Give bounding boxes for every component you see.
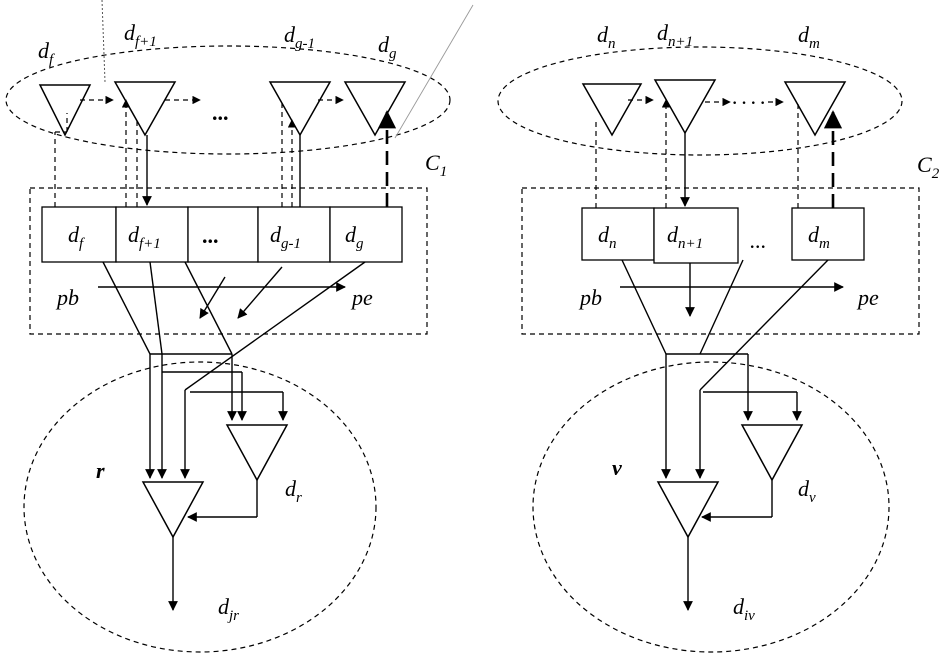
left-cell-df <box>41 206 117 263</box>
left-cell-df1 <box>115 206 189 263</box>
right-node-label: v <box>612 455 622 480</box>
left-pb-label: pb <box>55 285 79 310</box>
left-cluster-label: C1 <box>425 150 447 180</box>
left-feed-4 <box>184 261 366 391</box>
right-cell-label-dm: dm <box>808 222 830 252</box>
right-pb-label: pb <box>578 285 602 310</box>
left-node-cluster <box>23 361 377 653</box>
left-cell-label-dg1: dg-1 <box>270 222 301 252</box>
right-between-cells: ... <box>750 228 767 253</box>
right-feed-3 <box>699 259 829 391</box>
left-triangle-df <box>38 84 92 137</box>
left-cell-label-dg: dg <box>345 222 364 252</box>
left-out-label: djr <box>218 594 239 624</box>
left-triangle-node <box>141 481 205 539</box>
right-top-cluster <box>497 46 903 156</box>
left-cell-dg1 <box>257 206 331 263</box>
left-diag-arrow-2 <box>237 266 283 319</box>
right-triangle-dn1 <box>653 79 717 135</box>
left-cell-ellipsis <box>187 206 259 263</box>
right-ellipsis: · · · · <box>732 95 765 112</box>
right-triangle-dn <box>581 83 643 137</box>
right-feed-2 <box>699 259 744 355</box>
left-top-cluster <box>5 45 451 155</box>
right-pe-label: pe <box>856 285 879 310</box>
right-top-label-dn1: dn+1 <box>657 20 693 50</box>
right-node-cluster <box>532 361 890 653</box>
right-top-label-dm: dm <box>798 22 820 52</box>
right-cell-label-dn: dn <box>598 222 617 252</box>
right-buffer-frame <box>521 187 920 335</box>
right-triangle-dm <box>783 81 847 137</box>
left-cell-label-df: df <box>68 222 85 252</box>
left-cell-dg <box>329 206 403 263</box>
left-top-label-df: df <box>38 38 55 68</box>
left-triangle-dr <box>225 424 289 482</box>
left-pe-label: pe <box>350 285 373 310</box>
right-cell-dn <box>581 207 655 261</box>
left-cell-label-df1: df+1 <box>128 222 161 252</box>
right-cell-dn1 <box>653 207 739 264</box>
left-inner-label: dr <box>285 476 302 506</box>
left-cell-label-ellipsis: ... <box>202 223 219 248</box>
right-top-label-dn: dn <box>597 22 616 52</box>
right-out-label: div <box>733 594 755 624</box>
left-top-label-dg: dg <box>378 32 397 62</box>
left-node-label: r <box>96 458 105 483</box>
left-top-label-df1: df+1 <box>124 20 157 50</box>
left-ellipsis: ... <box>212 100 229 125</box>
left-feed-3 <box>184 261 233 355</box>
left-feed-2 <box>149 261 163 355</box>
right-cell-dm <box>791 207 865 261</box>
left-triangle-df1 <box>113 81 177 137</box>
left-triangle-dg <box>343 81 407 137</box>
left-feed-1 <box>102 261 151 355</box>
right-feed-1 <box>621 259 667 355</box>
left-diag-arrow-1 <box>199 276 226 319</box>
right-inner-label: dv <box>798 476 816 506</box>
left-top-label-dg1: dg-1 <box>284 22 315 52</box>
right-cell-label-dn1: dn+1 <box>667 222 703 252</box>
left-pointer-line <box>394 4 474 139</box>
left-triangle-dg1 <box>268 81 332 137</box>
left-buffer-frame <box>29 187 428 335</box>
right-triangle-node <box>656 481 720 539</box>
right-triangle-dv <box>740 424 804 482</box>
left-incoming-line <box>101 0 106 83</box>
right-cluster-label: C2 <box>917 152 940 182</box>
